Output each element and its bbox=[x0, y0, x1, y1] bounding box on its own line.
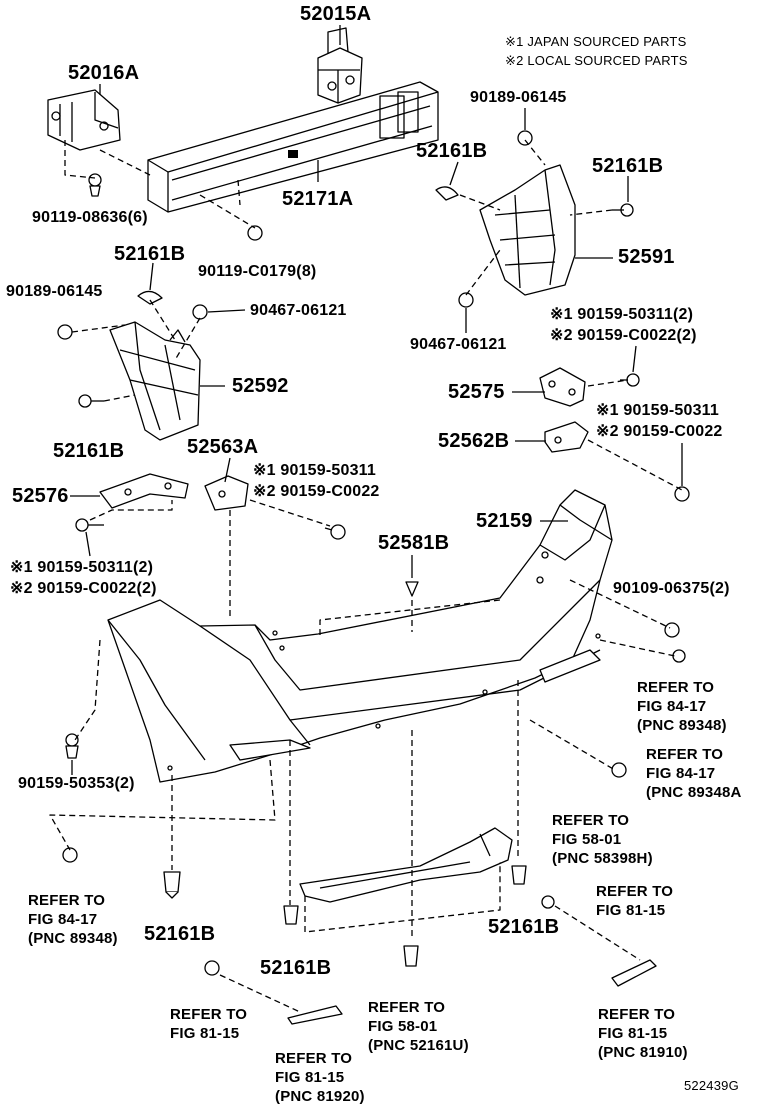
right-side-bracket bbox=[479, 164, 576, 296]
label-52159: 52159 bbox=[476, 510, 533, 532]
small-brackets-right bbox=[539, 367, 589, 453]
label-90119-c0179: 90119-C0179(8) bbox=[198, 263, 317, 280]
fasteners bbox=[57, 130, 690, 976]
label-90159-c0022-right: ※2 90159-C0022 bbox=[596, 423, 723, 440]
lower-spoiler bbox=[299, 827, 513, 903]
label-52592: 52592 bbox=[232, 375, 289, 397]
label-90159-50353: 90159-50353(2) bbox=[18, 775, 135, 792]
label-52161b-f: 52161B bbox=[260, 957, 332, 979]
label-90159-50311-mid: ※1 90159-50311 bbox=[253, 462, 376, 479]
label-52575: 52575 bbox=[448, 381, 505, 403]
label-90159-c0022-2-left: ※2 90159-C0022(2) bbox=[10, 580, 157, 597]
label-90159-50311-right: ※1 90159-50311 bbox=[596, 402, 719, 419]
bumper-cover bbox=[107, 489, 613, 783]
label-90189-06145-top: 90189-06145 bbox=[470, 89, 567, 106]
small-brackets-left bbox=[99, 473, 249, 511]
diagram-code: 522439G bbox=[684, 1078, 739, 1093]
label-90159-50311-2-left: ※1 90159-50311(2) bbox=[10, 559, 154, 576]
label-52581b: 52581B bbox=[378, 532, 450, 554]
pointer-lines bbox=[70, 25, 683, 775]
legend-japan: ※1 JAPAN SOURCED PARTS bbox=[505, 34, 687, 49]
label-52576: 52576 bbox=[12, 485, 69, 507]
label-52016a: 52016A bbox=[68, 62, 140, 84]
label-90189-06145-left: 90189-06145 bbox=[6, 283, 103, 300]
label-90109-06375: 90109-06375(2) bbox=[613, 580, 730, 597]
label-52171a: 52171A bbox=[282, 188, 354, 210]
label-52161b-d: 52161B bbox=[53, 440, 125, 462]
label-90119-08636: 90119-08636(6) bbox=[32, 209, 148, 226]
legend-local: ※2 LOCAL SOURCED PARTS bbox=[505, 53, 688, 68]
label-52161b-g: 52161B bbox=[488, 916, 560, 938]
label-90159-c0022-mid: ※2 90159-C0022 bbox=[253, 483, 380, 500]
label-52563a: 52563A bbox=[187, 436, 259, 458]
label-90467-06121-left: 90467-06121 bbox=[250, 302, 347, 319]
left-side-bracket bbox=[109, 321, 201, 441]
label-52562b: 52562B bbox=[438, 430, 510, 452]
label-90159-c0022-2-right: ※2 90159-C0022(2) bbox=[550, 327, 697, 344]
bracket-52015a bbox=[317, 27, 363, 104]
label-52161b-a: 52161B bbox=[416, 140, 488, 162]
label-52591: 52591 bbox=[618, 246, 675, 268]
label-52161b-c: 52161B bbox=[114, 243, 186, 265]
reflectors bbox=[287, 959, 657, 1025]
label-52015a: 52015A bbox=[300, 3, 372, 25]
bracket-52016a bbox=[47, 89, 121, 151]
label-90467-06121-right: 90467-06121 bbox=[410, 336, 507, 353]
leader-lines bbox=[49, 139, 683, 1013]
label-90159-50311-2-right: ※1 90159-50311(2) bbox=[550, 306, 694, 323]
label-52161b-e: 52161B bbox=[144, 923, 216, 945]
label-52161b-b: 52161B bbox=[592, 155, 664, 177]
reinforcement-bar bbox=[147, 81, 439, 213]
